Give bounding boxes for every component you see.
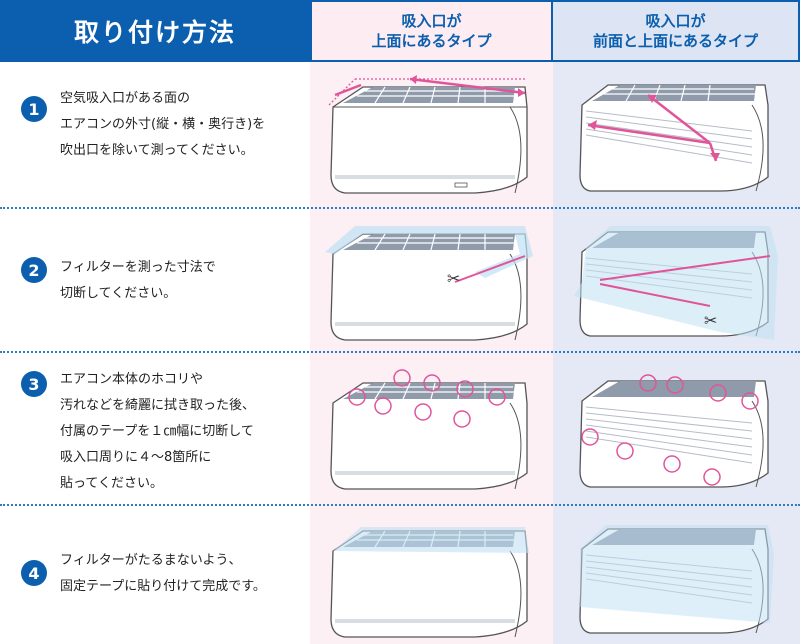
svg-text:✂: ✂: [447, 269, 460, 288]
step-text: エアコン本体のホコリや 汚れなどを綺麗に拭き取った後、 付属のテープを１㎝幅に切…: [60, 367, 308, 497]
step-text-line: 吸入口周りに４～8箇所に: [60, 450, 212, 465]
column-header-line: 吸入口が: [645, 12, 706, 30]
step-1: 1 空気吸入口がある面の エアコンの外寸(縦・横・奥行き)を 吹出口を除いて測っ…: [0, 62, 310, 207]
step-text-line: 付属のテープを１㎝幅に切断して: [60, 424, 254, 439]
step-text-line: フィルターがたるまないよう、: [60, 553, 242, 568]
svg-text:✂: ✂: [704, 311, 717, 330]
step-4: 4 フィルターがたるまないよう、 固定テープに貼り付けて完成です。: [0, 506, 310, 644]
step-text-line: エアコン本体のホコリや: [60, 372, 204, 387]
step-text-line: フィルターを測った寸法で: [60, 260, 216, 275]
step-text: フィルターがたるまないよう、 固定テープに貼り付けて完成です。: [60, 548, 308, 600]
column-header-line: 吸入口が: [401, 12, 462, 30]
column-header-line: 上面にあるタイプ: [371, 32, 492, 50]
column-header-front-top-intake: 吸入口が 前面と上面にあるタイプ: [553, 0, 800, 62]
ac-unit-top-intake-measure-illustration: [328, 75, 528, 194]
ac-unit-top-intake-complete-illustration: [330, 527, 529, 638]
page-title: 取り付け方法: [0, 0, 310, 62]
ac-unit-top-intake-tape-illustration: [330, 369, 528, 490]
column-header-line: 前面と上面にあるタイプ: [592, 32, 758, 50]
step-text: 空気吸入口がある面の エアコンの外寸(縦・横・奥行き)を 吹出口を除いて測ってく…: [60, 86, 308, 164]
ac-unit-top-intake-cut-filter-illustration: ✂: [325, 226, 533, 341]
step-number-badge: 1: [21, 96, 47, 122]
ac-unit-front-top-intake-measure-illustration: [579, 84, 769, 192]
step-text-line: 固定テープに貼り付けて完成です。: [60, 579, 266, 594]
step-text-line: 切断してください。: [60, 286, 177, 301]
ac-unit-front-top-intake-cut-filter-illustration: ✂: [574, 226, 778, 340]
step-text-line: 貼ってください。: [60, 476, 163, 491]
step-text-line: エアコンの外寸(縦・横・奥行き)を: [60, 117, 266, 132]
row-divider: [0, 351, 800, 353]
step-text-line: 汚れなどを綺麗に拭き取った後、: [60, 398, 256, 413]
step-text: フィルターを測った寸法で 切断してください。: [60, 255, 308, 307]
step-number-badge: 2: [21, 257, 47, 283]
row-divider: [0, 504, 800, 506]
step-text-line: 吹出口を除いて測ってください。: [60, 143, 254, 158]
step-number-badge: 3: [21, 371, 47, 397]
step-text-line: 空気吸入口がある面の: [60, 91, 191, 106]
step-2: 2 フィルターを測った寸法で 切断してください。: [0, 209, 310, 351]
step-3: 3 エアコン本体のホコリや 汚れなどを綺麗に拭き取った後、 付属のテープを１㎝幅…: [0, 353, 310, 504]
ac-unit-front-top-intake-complete-illustration: [579, 525, 774, 634]
step-number-badge: 4: [21, 560, 47, 586]
row-divider: [0, 207, 800, 209]
ac-unit-front-top-intake-tape-illustration: [579, 374, 769, 488]
header: 取り付け方法 吸入口が 上面にあるタイプ 吸入口が 前面と上面にあるタイプ: [0, 0, 800, 62]
column-header-top-intake: 吸入口が 上面にあるタイプ: [310, 0, 553, 62]
